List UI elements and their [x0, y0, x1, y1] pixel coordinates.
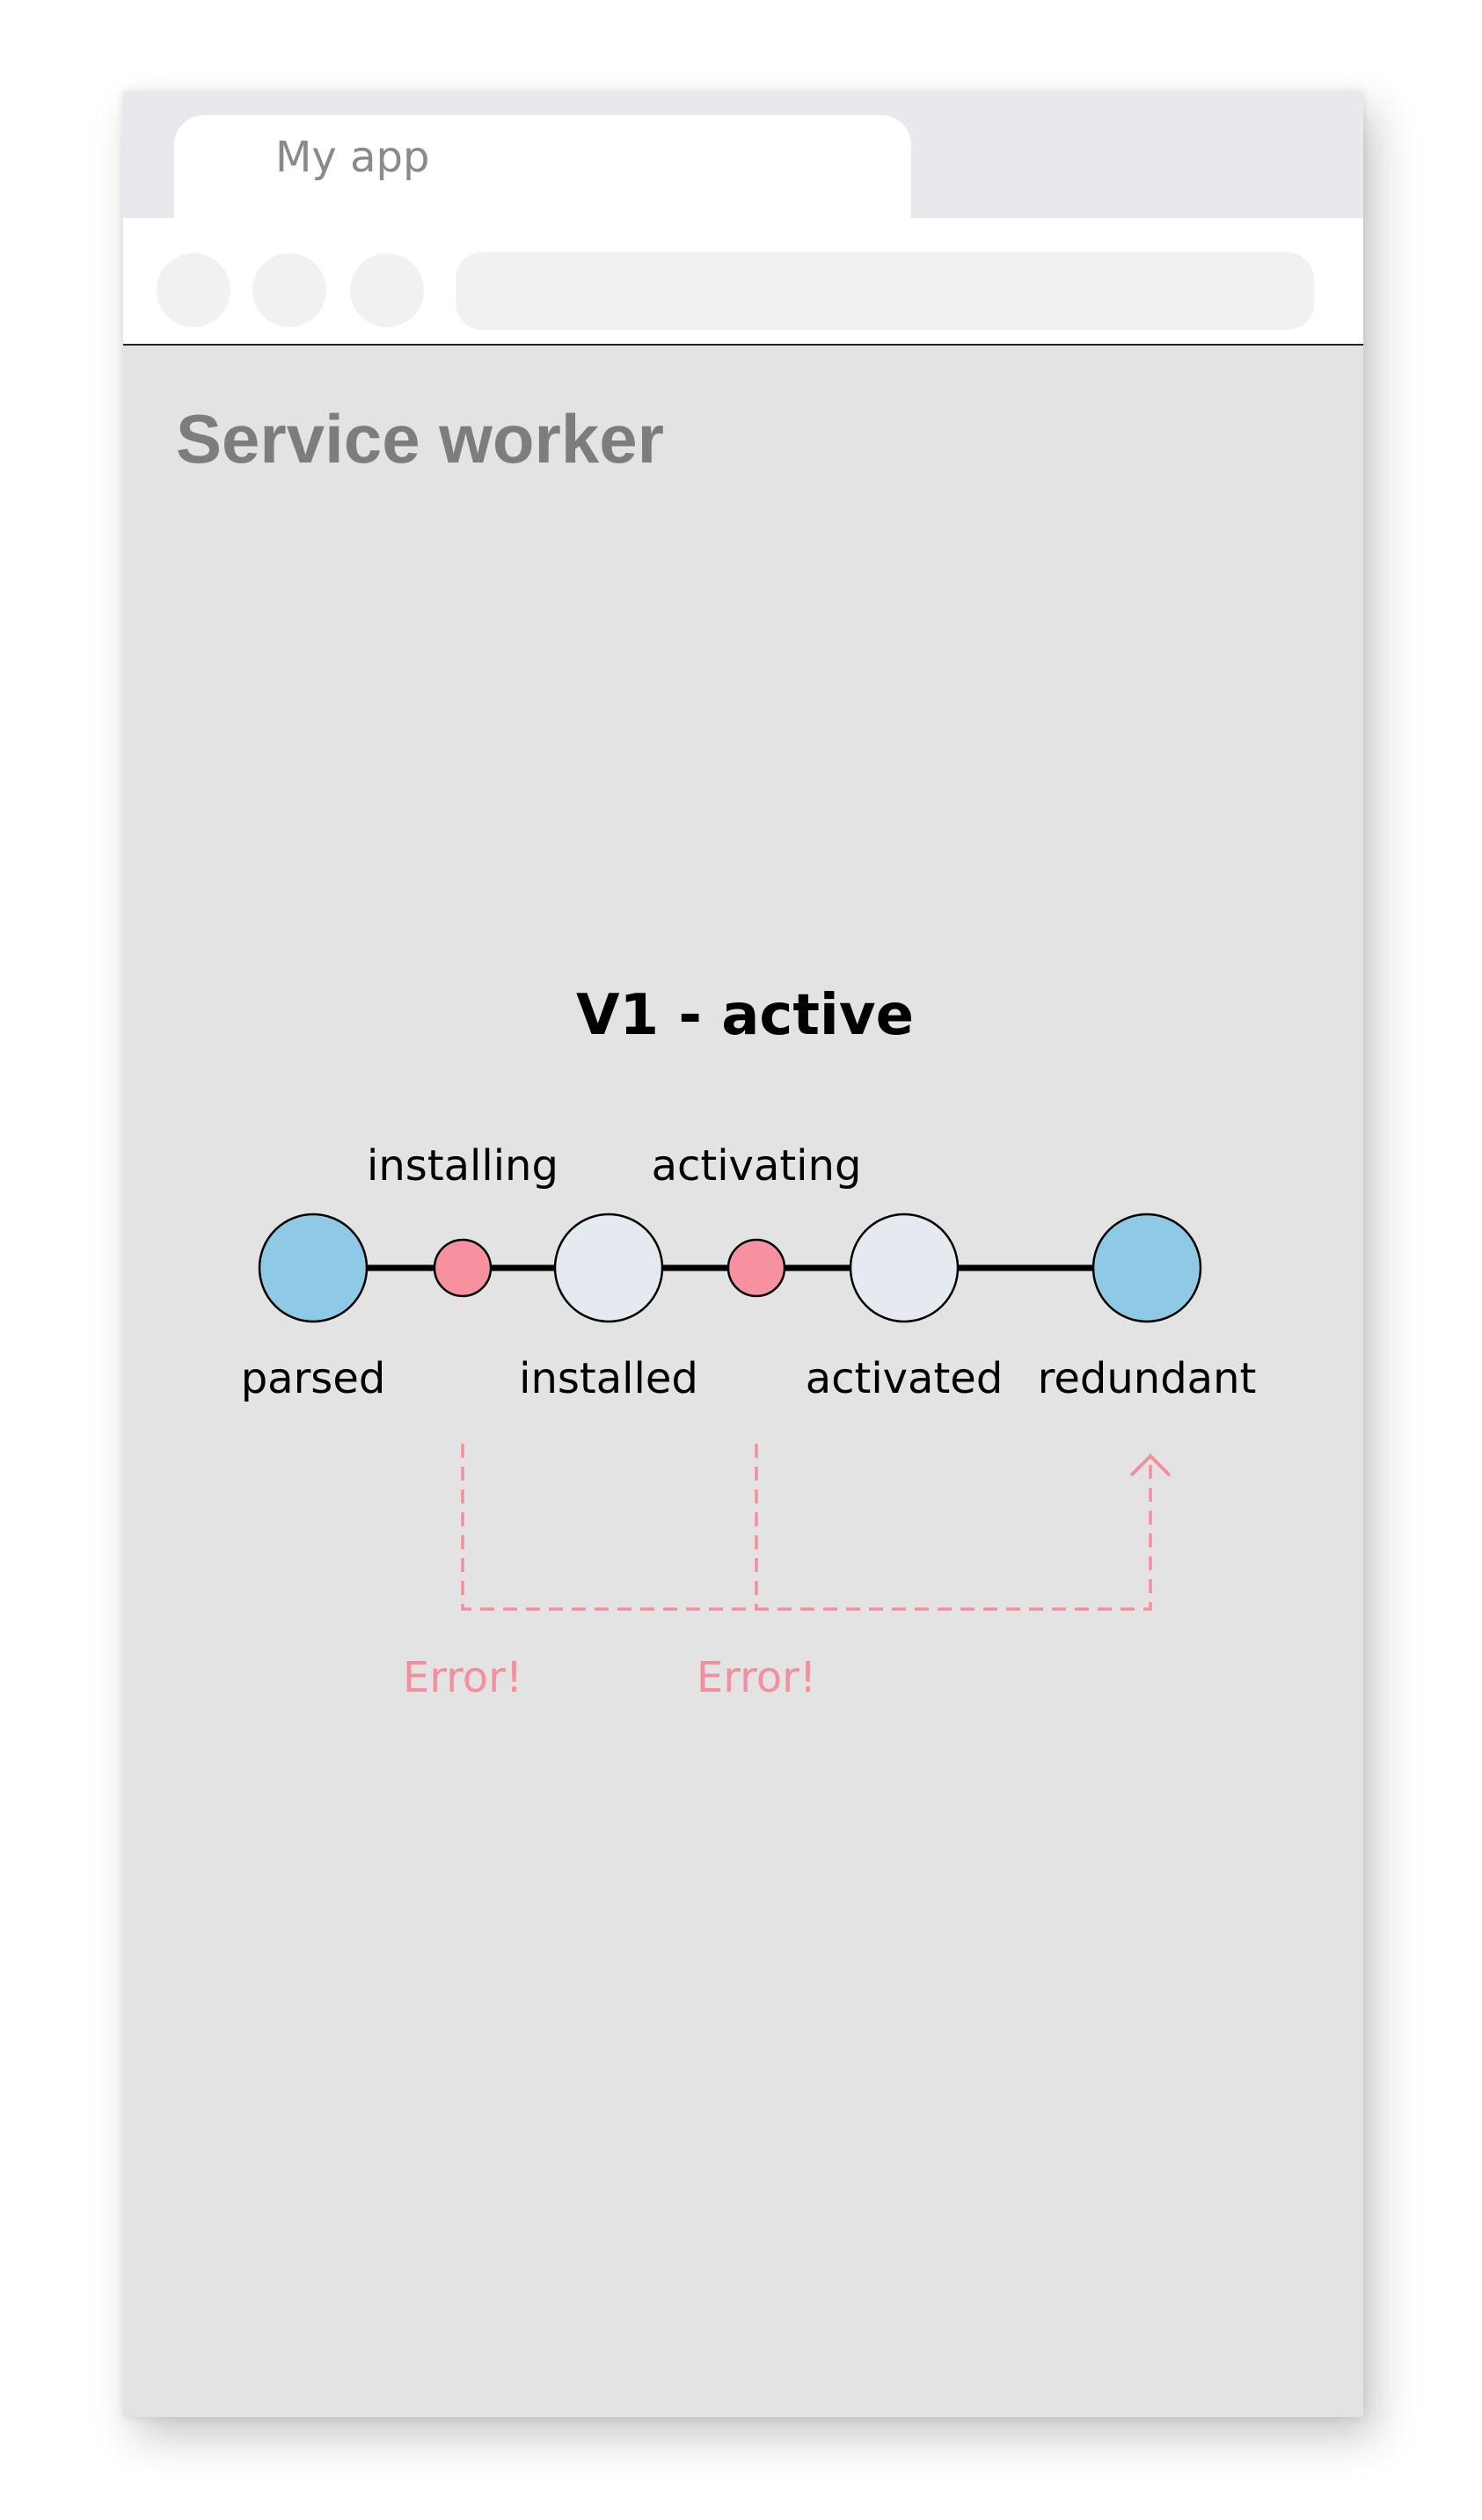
error-label-installing: Error!	[403, 1653, 522, 1702]
address-bar[interactable]	[456, 252, 1314, 330]
window-control-dot[interactable]	[157, 253, 230, 327]
tab-my-app[interactable]: My app	[174, 115, 911, 218]
state-node-activated	[849, 1213, 960, 1323]
window-control-dot[interactable]	[350, 253, 424, 327]
browser-window: My app Service worker V1 - active instal…	[123, 91, 1363, 2417]
error-path	[461, 1444, 1152, 1611]
error-path-installing	[461, 1444, 1152, 1611]
state-label-activated: activated	[806, 1354, 1004, 1403]
state-label-redundant: redundant	[1038, 1354, 1257, 1403]
state-node-redundant	[1091, 1213, 1202, 1323]
transition-label-installing: installing	[367, 1141, 558, 1191]
tab-title: My app	[275, 133, 430, 182]
lifecycle-diagram: V1 - active installing activating parsed…	[241, 983, 1257, 1702]
tab-bar: My app	[123, 91, 1363, 218]
diagram-title: V1 - active	[576, 983, 914, 1048]
transition-node-installing	[433, 1238, 493, 1298]
page-title: Service worker	[176, 400, 665, 477]
browser-toolbar	[123, 218, 1363, 346]
error-arrowhead-icon	[1129, 1453, 1172, 1477]
state-label-parsed: parsed	[241, 1354, 386, 1403]
state-label-installed: installed	[519, 1354, 698, 1403]
state-node-installed	[553, 1213, 664, 1323]
error-label-activating: Error!	[697, 1653, 816, 1702]
window-control-dot[interactable]	[252, 253, 326, 327]
transition-node-activating	[726, 1238, 786, 1298]
state-node-parsed	[258, 1213, 369, 1323]
transition-label-activating: activating	[652, 1141, 862, 1191]
